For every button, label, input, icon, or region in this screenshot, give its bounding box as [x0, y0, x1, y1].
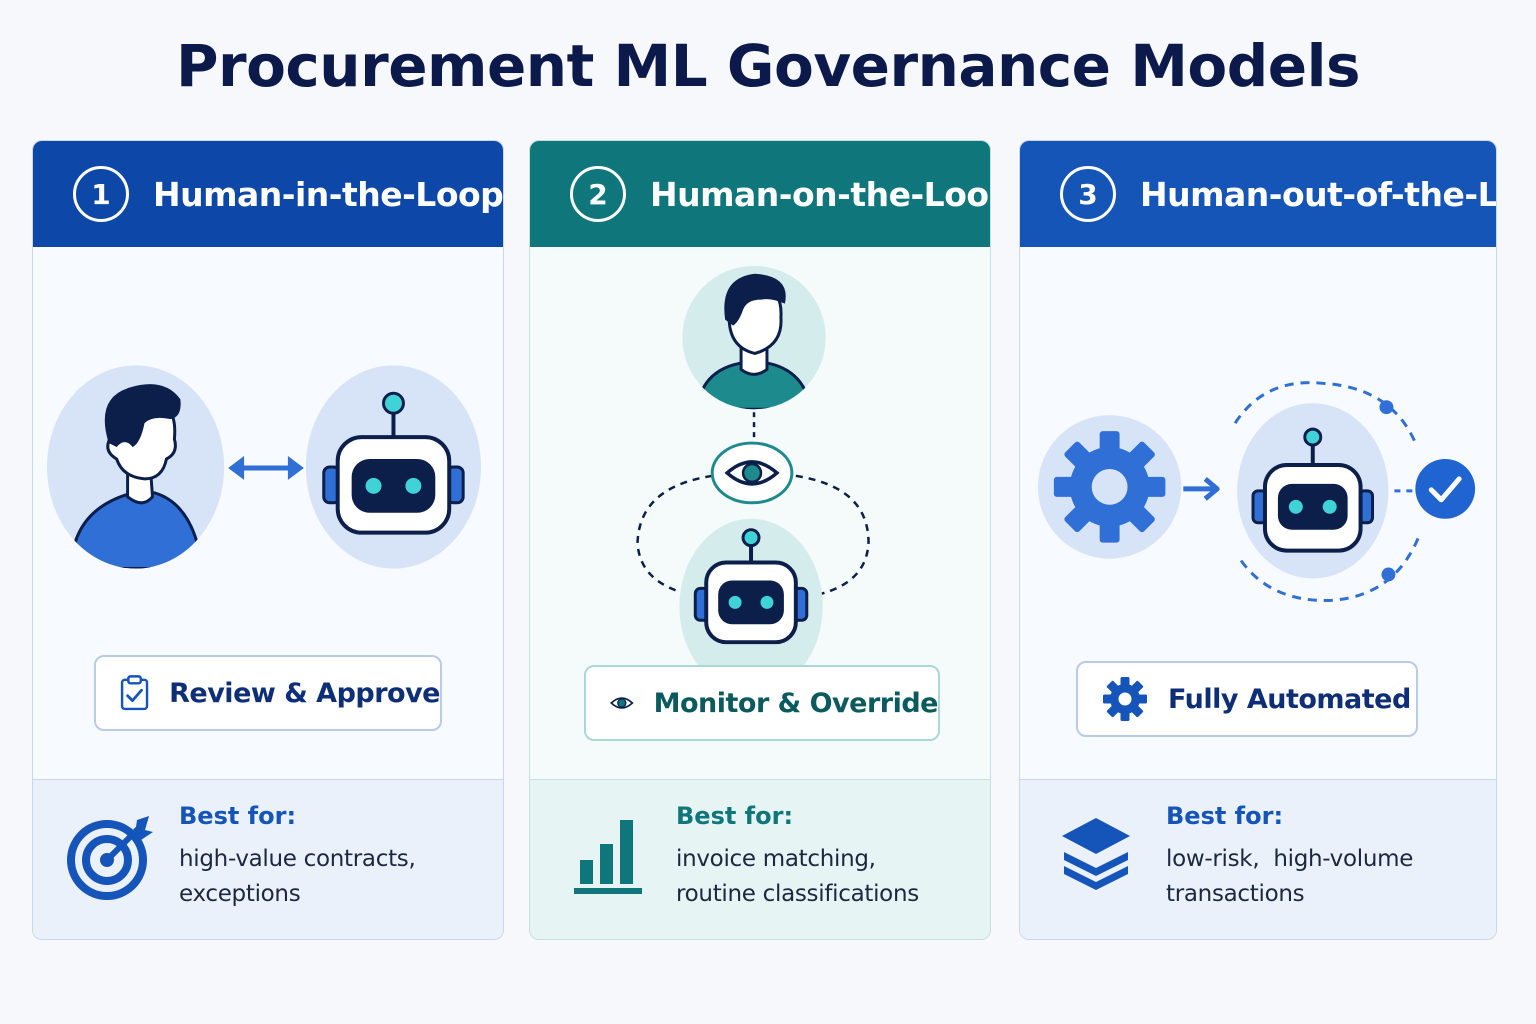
best-for-text: invoice matching, routine classification…: [676, 842, 990, 912]
card-header: 3 Human-out-of-the-Loop: [1020, 141, 1496, 247]
robot-icon: [305, 365, 482, 569]
card-header: 1 Human-in-the-Loop: [33, 141, 503, 247]
mode-badge-review-approve: Review & Approve: [94, 655, 442, 731]
bidirectional-arrow-icon: [228, 456, 304, 480]
step-number-badge: 3: [1060, 166, 1116, 222]
best-for-panel: Best for: invoice matching, routine clas…: [530, 779, 990, 939]
best-for-line: low-risk, high-volume: [1166, 846, 1414, 872]
step-number-badge: 2: [570, 166, 626, 222]
gear-icon: [1103, 677, 1147, 721]
person-icon: [682, 265, 826, 410]
model-card-human-out-of-the-loop: 3 Human-out-of-the-Loop: [1019, 140, 1497, 940]
clipboard-check-icon: [120, 675, 149, 711]
best-for-heading: Best for:: [1166, 802, 1284, 830]
model-card-human-on-the-loop: 2 Human-on-the-Loop: [529, 140, 991, 940]
best-for-panel: Best for: low-risk, high-volume transact…: [1020, 779, 1496, 939]
best-for-text: high-value contracts, exceptions: [179, 842, 499, 912]
illustration-human-robot-collaboration: [46, 365, 482, 569]
arrow-right-icon: [1183, 476, 1220, 501]
illustration-human-monitoring-robot: [636, 265, 870, 667]
card-title: Human-out-of-the-Loop: [1140, 174, 1497, 214]
step-number-badge: 1: [73, 166, 129, 222]
best-for-panel: Best for: high-value contracts, exceptio…: [33, 779, 503, 939]
best-for-line: invoice matching,: [676, 846, 876, 872]
robot-icon: [1237, 403, 1389, 579]
mode-badge-fully-automated: Fully Automated: [1076, 661, 1418, 737]
eye-icon: [610, 697, 634, 709]
person-icon: [46, 365, 225, 569]
mode-badge-monitor-override: Monitor & Override: [584, 665, 940, 741]
card-title: Human-on-the-Loop: [650, 174, 991, 214]
best-for-line: exceptions: [179, 881, 301, 907]
mode-label: Monitor & Override: [653, 687, 939, 719]
best-for-line: high-value contracts,: [179, 846, 416, 872]
best-for-line: transactions: [1166, 881, 1305, 907]
eye-icon: [710, 441, 794, 505]
page-title: Procurement ML Governance Models: [175, 32, 1361, 100]
best-for-line: routine classifications: [676, 881, 919, 907]
mode-label: Fully Automated: [1168, 683, 1411, 715]
layers-icon: [1062, 818, 1130, 890]
check-circle-icon: [1415, 458, 1476, 519]
robot-icon: [679, 518, 823, 667]
target-icon: [67, 816, 153, 900]
best-for-heading: Best for:: [676, 802, 794, 830]
bar-chart-icon: [574, 820, 642, 894]
best-for-text: low-risk, high-volume transactions: [1166, 842, 1486, 912]
card-title: Human-in-the-Loop: [153, 174, 504, 214]
best-for-heading: Best for:: [179, 802, 297, 830]
mode-label: Review & Approve: [169, 677, 440, 709]
card-header: 2 Human-on-the-Loop: [530, 141, 990, 247]
illustration-automated-pipeline: [1037, 381, 1476, 602]
gear-icon: [1037, 415, 1182, 559]
model-card-human-in-the-loop: 1 Human-in-the-Loop: [32, 140, 504, 940]
